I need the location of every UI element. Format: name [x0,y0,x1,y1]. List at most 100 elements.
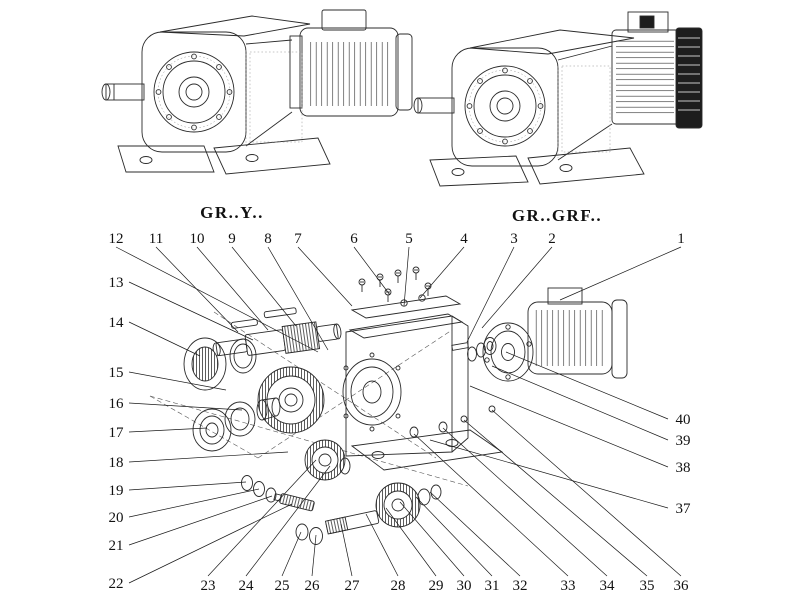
callout-4: 4 [460,231,468,247]
gr-grf-hidden-bolt-circle [468,69,542,143]
callout-36: 36 [674,578,690,594]
leader-line-4 [419,246,465,299]
leader-line-2 [481,246,553,329]
leader-line-15 [128,371,227,391]
leader-line-11 [155,246,239,333]
callout-37: 37 [676,501,692,517]
leader-line-33 [413,433,569,577]
callout-15: 15 [109,365,124,381]
misc-fasteners [409,405,496,438]
motor-assembly [482,287,628,382]
callout-21: 21 [109,538,124,554]
callout-12: 12 [109,231,124,247]
callout-9: 9 [228,231,236,247]
gr-grf-hidden-cavity [561,65,611,153]
gr-grf-motor [611,11,703,129]
oil-seal-and-retaining-rings [183,337,257,391]
leader-line-27 [340,523,353,577]
callout-39: 39 [676,433,691,449]
callout-2: 2 [548,231,556,247]
leader-line-22 [128,503,293,584]
gr-y-hidden-cavity [249,51,303,143]
exploded-view-drawing [149,266,628,545]
leader-line-9 [231,246,297,327]
leader-lines [115,246,682,584]
leader-line-5 [403,246,410,307]
callout-24: 24 [239,578,255,594]
model-label-gr-y: GR..Y.. [200,203,264,222]
leader-line-12 [115,246,319,353]
callout-20: 20 [109,510,124,526]
leader-line-24 [245,465,331,577]
callout-1: 1 [677,231,685,247]
callout-31: 31 [485,578,500,594]
leader-line-31 [415,496,493,577]
leader-line-3 [466,246,515,343]
leader-line-38 [469,385,669,468]
leader-line-10 [196,246,269,331]
bearings-and-spacer [192,397,281,452]
leader-line-23 [207,459,317,577]
callout-5: 5 [405,231,413,247]
leader-line-13 [128,281,254,341]
gearbox-drawing-gr-y [101,9,413,175]
callout-30: 30 [457,578,472,594]
breather-plug-icon [400,299,408,307]
leader-line-32 [429,491,521,577]
leader-line-19 [128,481,247,491]
leader-line-21 [128,495,273,546]
callout-17: 17 [109,425,125,441]
callout-26: 26 [305,578,321,594]
callout-18: 18 [109,455,124,471]
leader-line-7 [297,246,353,307]
callout-33: 33 [561,578,576,594]
callout-3: 3 [510,231,518,247]
top-cover-and-bolts [350,266,462,319]
leader-line-37 [429,439,669,509]
bolt-icon [384,288,392,303]
leader-line-17 [128,427,208,433]
callout-34: 34 [600,578,616,594]
callout-29: 29 [429,578,444,594]
intermediate-gear [304,439,351,481]
leader-line-30 [399,501,465,577]
callout-16: 16 [109,396,125,412]
leader-line-36 [491,409,682,577]
callout-25: 25 [275,578,290,594]
callout-6: 6 [350,231,358,247]
gr-y-hidden-bolt-circle [157,55,231,129]
callout-40: 40 [676,412,691,428]
gr-grf-brake-fins [678,37,700,111]
leader-line-34 [442,427,608,577]
leader-line-28 [365,513,399,577]
gr-y-motor [289,9,413,117]
breather-plug-icon [418,294,426,302]
callout-32: 32 [513,578,528,594]
bolt-icon [394,269,402,284]
leader-line-20 [128,488,260,518]
gr-grf-housing [413,29,645,187]
leader-line-29 [385,507,437,577]
leader-line-6 [353,246,391,296]
bolt-icon [424,282,432,297]
washers-and-pinion [241,475,315,512]
callout-19: 19 [109,483,124,499]
leader-line-14 [128,321,201,357]
leader-line-25 [281,531,302,577]
construction-lines [149,311,469,487]
leader-line-39 [491,365,669,441]
callout-11: 11 [149,231,163,247]
gearbox-drawing-gr-grf [413,11,703,187]
output-shaft-assembly [212,307,342,357]
callout-10: 10 [190,231,205,247]
gr-y-housing [101,15,331,175]
leader-line-40 [505,351,669,420]
callout-28: 28 [391,578,406,594]
callout-23: 23 [201,578,216,594]
input-shaft-parts [451,337,497,362]
bolt-icon [412,266,420,281]
callout-35: 35 [640,578,655,594]
